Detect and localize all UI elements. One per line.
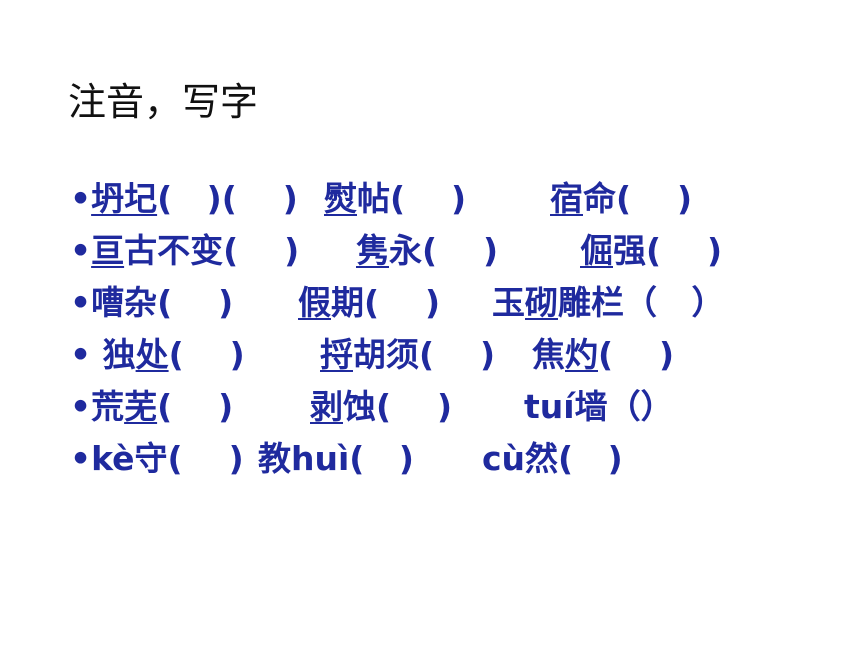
item-text: 胡须( ) [353, 335, 496, 374]
exercise-line-5: •荒芜( ) 剥蚀( ) tuí墙（） [70, 382, 850, 432]
underlined-character: 砌 [525, 283, 558, 322]
item-6-3: cù然( ) [482, 434, 623, 484]
item-text: • 独 [70, 335, 136, 374]
item-1-2: 熨帖( ) [324, 174, 466, 224]
underlined-character: 倔 [580, 231, 613, 270]
item-3-3: 玉砌雕栏（ ） [492, 278, 724, 328]
underlined-character: 剥 [310, 387, 343, 426]
exercise-line-1: •坍圮( )( ) 熨帖( ) 宿命( ) [70, 174, 850, 224]
item-5-1: •荒芜( ) [70, 382, 233, 432]
item-5-3: tuí墙（） [524, 382, 674, 432]
item-text: ( )( ) [157, 179, 298, 218]
slide-title: 注音，写字 [68, 80, 259, 124]
underlined-character: 芜 [124, 387, 158, 426]
item-text: 期( ) [331, 283, 441, 322]
item-6-2: 教huì( ) [258, 434, 414, 484]
item-2-1: •亘古不变( ) [70, 226, 299, 276]
exercise-line-6: •kè守( ) 教huì( ) cù然( ) [70, 434, 850, 484]
underlined-character: 隽 [356, 231, 389, 270]
item-text: 帖( ) [357, 179, 467, 218]
exercise-line-2: •亘古不变( ) 隽永( ) 倔强( ) [70, 226, 850, 276]
underlined-character: 亘 [91, 231, 125, 270]
underlined-character: 熨 [324, 179, 357, 218]
item-4-1: • 独处( ) [70, 330, 245, 380]
item-text: tuí墙（） [524, 387, 674, 426]
item-text: 蚀( ) [343, 387, 453, 426]
item-text: 永( ) [389, 231, 499, 270]
item-3-1: •嘈杂( ) [70, 278, 233, 328]
item-text: ( ) [157, 387, 234, 426]
item-2-3: 倔强( ) [580, 226, 722, 276]
underlined-character: 坍圮 [91, 179, 158, 218]
item-text: 焦 [532, 335, 565, 374]
item-text: 命( ) [583, 179, 693, 218]
item-1-1: •坍圮( )( ) [70, 174, 298, 224]
item-text: 古不变( ) [124, 231, 300, 270]
item-text: • [70, 231, 92, 270]
item-2-2: 隽永( ) [356, 226, 498, 276]
underlined-character: 捋 [320, 335, 353, 374]
item-1-3: 宿命( ) [550, 174, 692, 224]
item-text: 雕栏（ ） [558, 283, 725, 322]
underlined-character: 处 [135, 335, 169, 374]
item-4-2: 捋胡须( ) [320, 330, 495, 380]
item-text: •嘈杂( ) [70, 283, 234, 322]
item-text: 玉 [492, 283, 525, 322]
item-text: 强( ) [613, 231, 723, 270]
item-4-3: 焦灼( ) [532, 330, 674, 380]
underlined-character: 宿 [550, 179, 583, 218]
underlined-character: 假 [298, 283, 331, 322]
item-text: ( ) [598, 335, 675, 374]
item-5-2: 剥蚀( ) [310, 382, 452, 432]
item-text: cù然( ) [482, 439, 623, 478]
item-text: • [70, 179, 92, 218]
item-text: 教huì( ) [258, 439, 414, 478]
exercise-line-4: • 独处( ) 捋胡须( ) 焦灼( ) [70, 330, 850, 380]
item-3-2: 假期( ) [298, 278, 440, 328]
item-text: •kè守( ) [70, 439, 244, 478]
exercise-line-3: •嘈杂( ) 假期( ) 玉砌雕栏（ ） [70, 278, 850, 328]
item-6-1: •kè守( ) [70, 434, 244, 484]
item-text: •荒 [70, 387, 125, 426]
underlined-character: 灼 [565, 335, 598, 374]
item-text: ( ) [168, 335, 245, 374]
